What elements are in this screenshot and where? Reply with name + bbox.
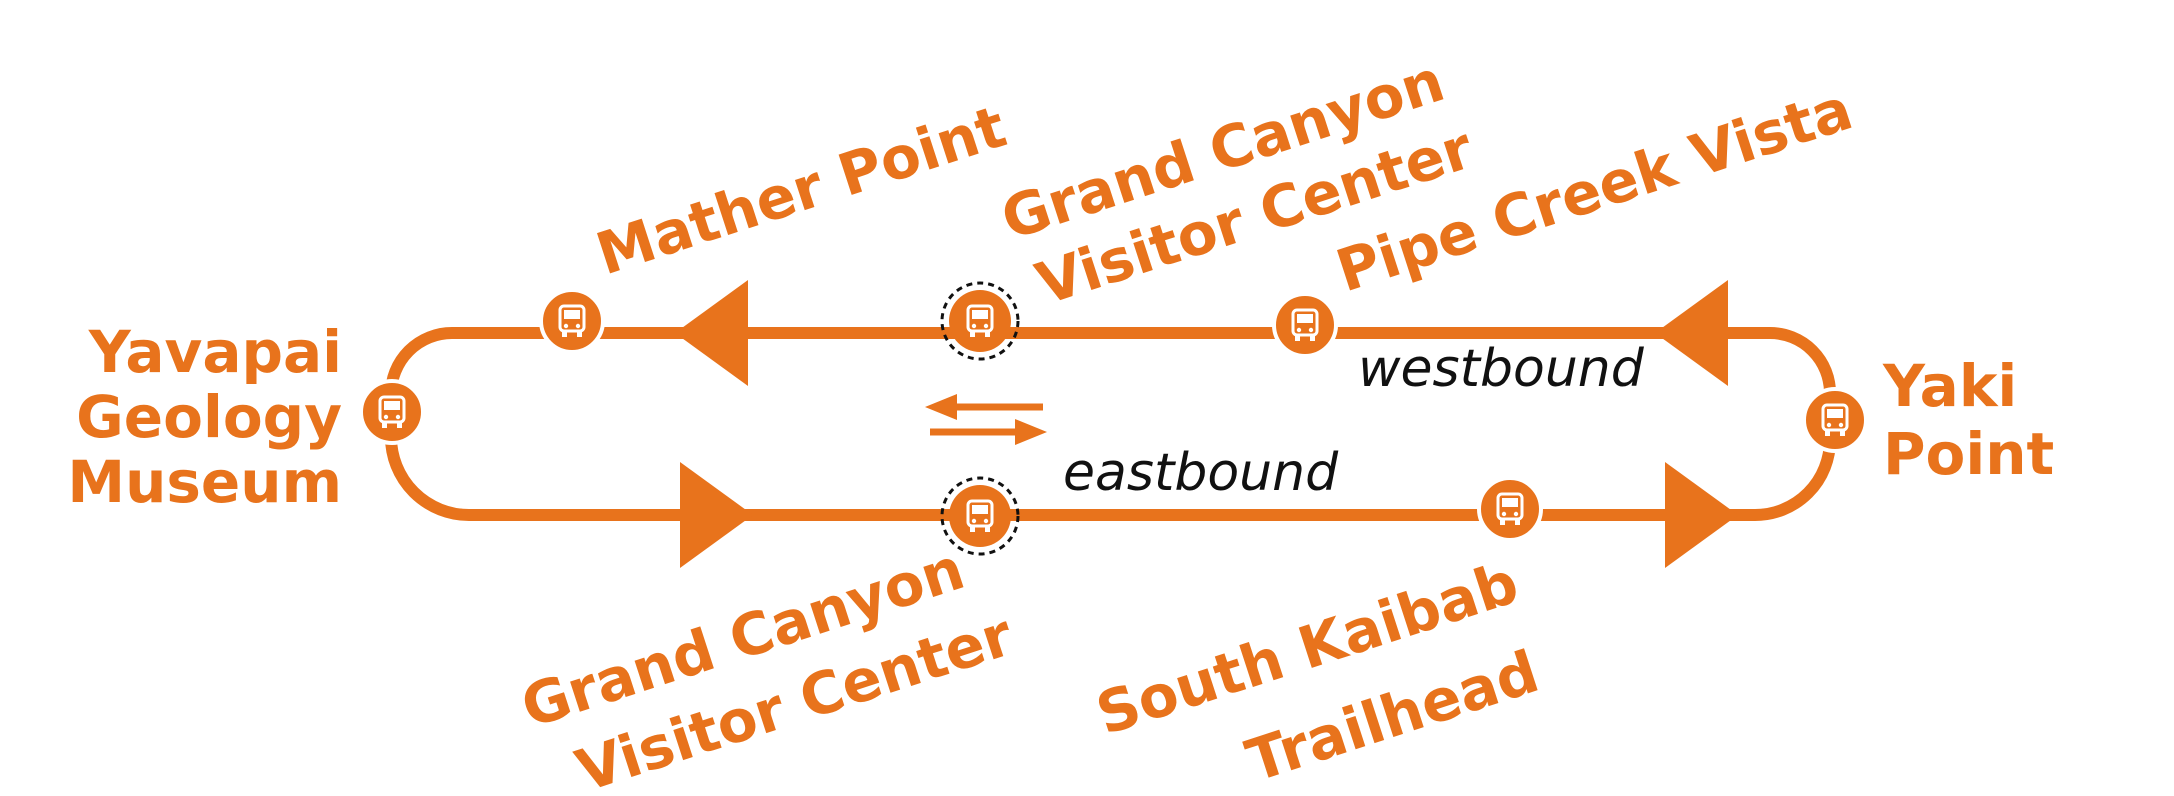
- label-yavapai-line2: Geology: [76, 383, 342, 451]
- stop-visitor-center-east[interactable]: [940, 476, 1020, 556]
- stop-pipe-creek-vista[interactable]: [1272, 292, 1338, 358]
- label-yavapai-line1: Yavapai: [88, 318, 342, 386]
- label-yaki-line1: Yaki: [1882, 352, 2017, 420]
- label-yavapai-line3: Museum: [67, 448, 342, 516]
- eastbound-arrow-icon: [680, 462, 753, 568]
- stop-south-kaibab[interactable]: [1477, 476, 1543, 542]
- stop-yaki-point[interactable]: [1802, 387, 1868, 453]
- route-loop: [385, 327, 1836, 521]
- stop-mather-point[interactable]: [539, 288, 605, 354]
- label-mather-point: Mather Point: [588, 92, 1013, 288]
- label-westbound: westbound: [1358, 339, 1645, 399]
- stop-visitor-center-west[interactable]: [940, 281, 1020, 361]
- eastbound-arrow-icon: [1665, 462, 1738, 568]
- westbound-arrow-icon: [1655, 280, 1728, 386]
- stop-yavapai[interactable]: [359, 379, 425, 445]
- westbound-arrow-icon: [675, 280, 748, 386]
- transfer-arrows-icon: [925, 394, 1047, 445]
- label-eastbound: eastbound: [1063, 443, 1339, 503]
- label-yaki-line2: Point: [1883, 420, 2054, 488]
